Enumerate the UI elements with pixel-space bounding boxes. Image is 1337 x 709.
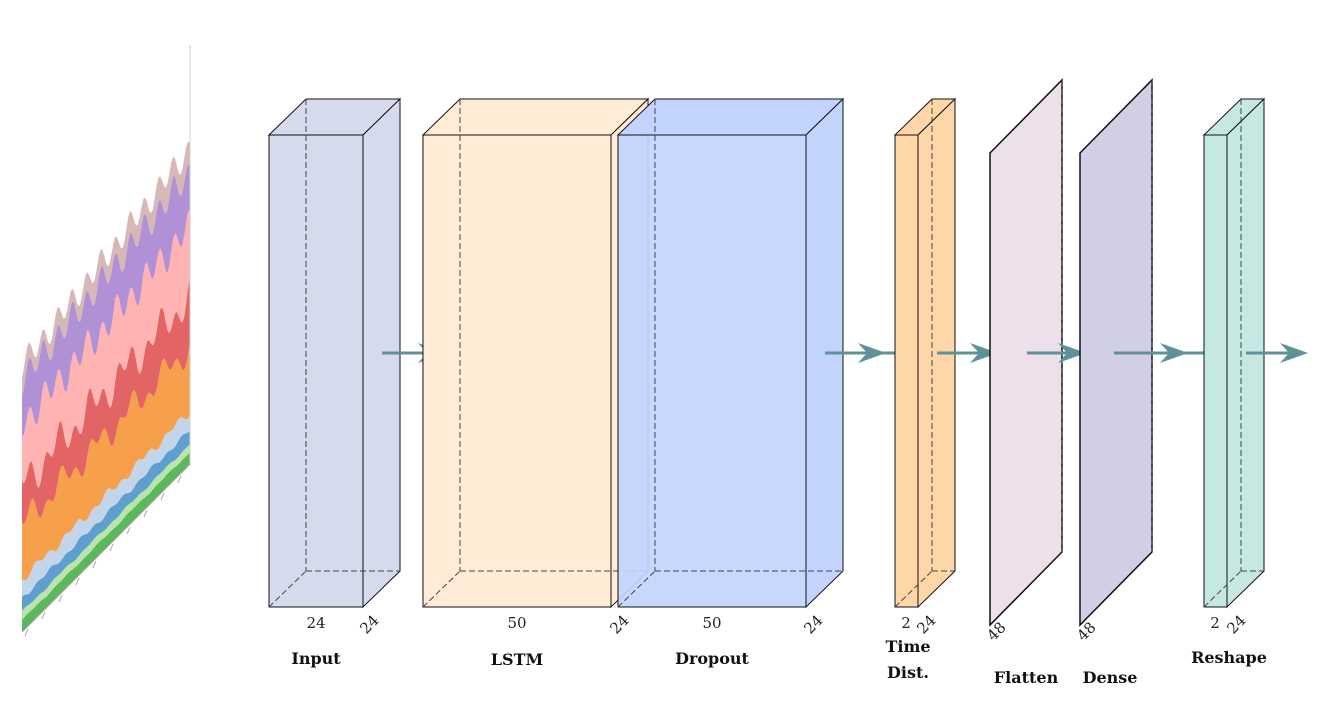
viz-tick — [143, 509, 148, 518]
dropout-block-top-face — [616, 98, 845, 136]
flatten-label: Flatten — [994, 668, 1059, 687]
lstm-block-hidden-edges — [422, 99, 648, 608]
dropout-label: Dropout — [675, 649, 749, 668]
dropout-block — [616, 97, 845, 609]
timedist-width-dim: 2 — [901, 614, 911, 632]
reshape-label: Reshape — [1191, 648, 1267, 667]
lstm-depth-dim: 24 — [606, 611, 632, 637]
viz-band-4 — [22, 342, 190, 581]
viz-tick — [126, 526, 131, 535]
flatten-dim: 48 — [983, 618, 1009, 644]
viz-bottom-axis — [21, 463, 191, 633]
viz-tick-marks — [24, 475, 182, 637]
viz-band-0 — [22, 452, 190, 632]
viz-tick — [160, 492, 165, 501]
input-block-front-face — [268, 134, 364, 608]
viz-band-6 — [22, 210, 190, 488]
reshape-depth-dim: 24 — [1223, 611, 1249, 637]
viz-tick — [109, 543, 114, 552]
lstm-label: LSTM — [491, 650, 543, 669]
viz-band-2 — [22, 430, 190, 612]
reshape-block-hidden-edges — [1203, 99, 1264, 608]
viz-tick — [75, 577, 80, 586]
input-block-hidden-edges — [268, 99, 400, 608]
dropout-block-hidden-edges — [617, 99, 843, 608]
viz-band-3 — [22, 415, 190, 597]
dropout-depth-dim: 24 — [800, 611, 826, 637]
viz-band-5 — [22, 277, 190, 524]
timedist-label-line-1: Time — [885, 637, 930, 656]
input-block — [267, 97, 402, 609]
input-data-stack-plot — [21, 45, 191, 637]
viz-tick — [177, 475, 182, 484]
reshape-block-front-face — [1203, 134, 1228, 608]
dense-dim: 48 — [1073, 618, 1099, 644]
reshape-block — [1202, 97, 1266, 609]
viz-tick — [58, 594, 63, 603]
lstm-width-dim: 50 — [507, 614, 526, 632]
lstm-block — [421, 97, 650, 609]
viz-band-1 — [22, 444, 190, 620]
dropout-block-front-face — [617, 134, 807, 608]
reshape-width-dim: 2 — [1210, 614, 1220, 632]
input-depth-dim: 24 — [356, 611, 382, 637]
flatten-panel — [989, 78, 1063, 627]
dense-label: Dense — [1083, 668, 1138, 687]
viz-tick — [24, 628, 29, 637]
timedist-block-hidden-edges — [894, 99, 955, 608]
timedist-label-line-2: Dist. — [887, 663, 929, 682]
dropout-width-dim: 50 — [702, 614, 721, 632]
input-label: Input — [291, 649, 341, 668]
timedist-depth-dim: 24 — [913, 611, 939, 637]
viz-band-8 — [22, 141, 190, 397]
timedist-block-front-face — [894, 134, 919, 608]
input-width-dim: 24 — [306, 614, 325, 632]
viz-band-7 — [22, 164, 190, 437]
viz-tick — [92, 560, 97, 569]
lstm-block-front-face — [422, 134, 612, 608]
viz-tick — [41, 611, 46, 620]
lstm-block-top-face — [421, 98, 650, 136]
timedist-block — [893, 97, 957, 609]
